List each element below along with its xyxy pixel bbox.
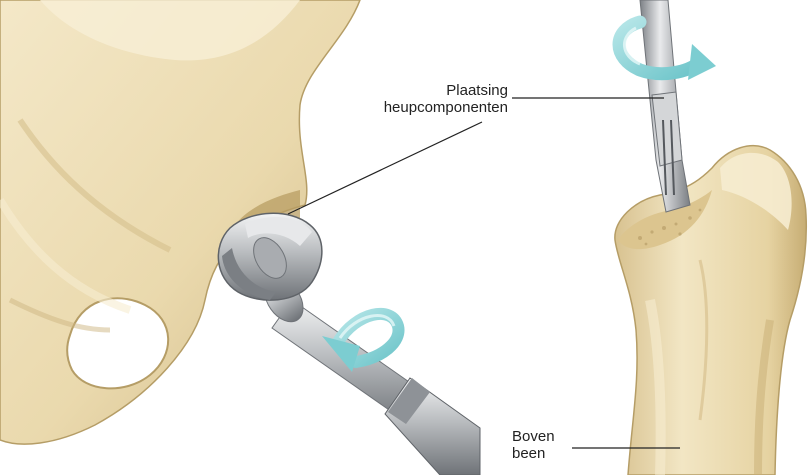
implant-placement-label: Plaatsing heupcomponenten xyxy=(384,82,508,116)
leader-line-implant-to-reamer xyxy=(288,122,482,214)
upper-leg-label: Boven been xyxy=(512,428,555,462)
femur xyxy=(615,146,806,475)
leader-lines xyxy=(288,98,680,448)
femoral-rasp xyxy=(640,0,690,212)
